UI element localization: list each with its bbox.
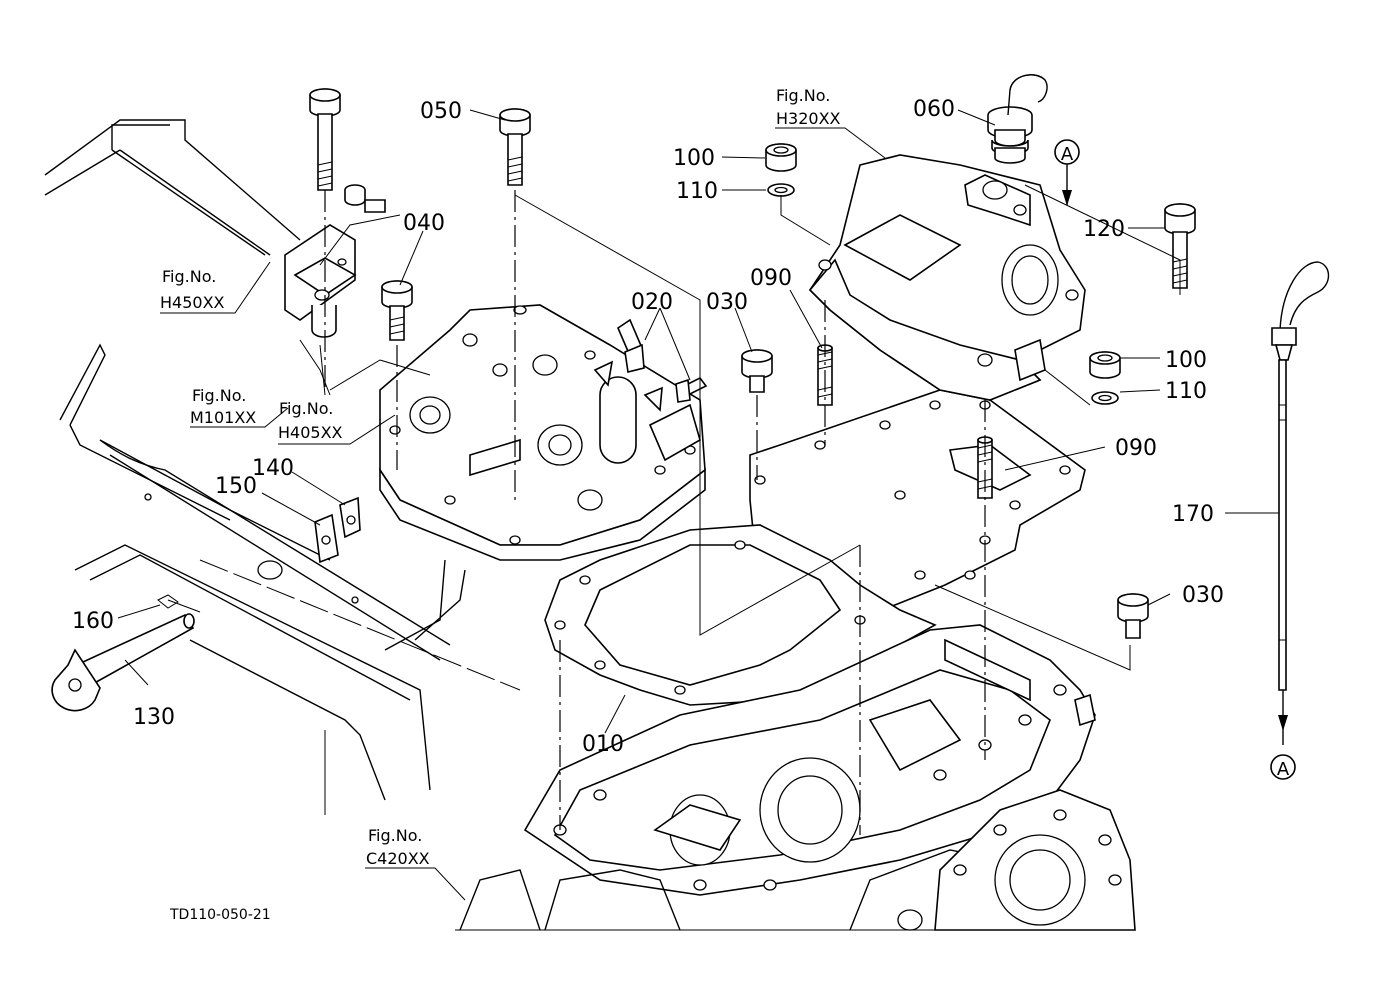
- marker-a-top-text: A: [1061, 144, 1074, 165]
- washer-110-top: [767, 183, 795, 197]
- bolt-030-upper: [741, 349, 773, 393]
- callout-010: 010: [582, 732, 624, 757]
- fig-label-h450: Fig.No.: [162, 267, 216, 286]
- callout-140: 140: [252, 456, 294, 481]
- callout-030-lower: 030: [1182, 583, 1224, 608]
- fig-label-c420: Fig.No.: [368, 826, 422, 845]
- pin-160: [157, 594, 201, 613]
- callout-130: 130: [133, 705, 175, 730]
- callout-110-right: 110: [1165, 379, 1207, 404]
- fig-ref-h450: H450XX: [160, 293, 225, 312]
- bolt-050: [499, 108, 531, 186]
- plate-140: [339, 496, 361, 539]
- callout-040: 040: [403, 211, 445, 236]
- callout-100-right: 100: [1165, 348, 1207, 373]
- drawing-code: TD110-050-21: [169, 907, 271, 923]
- assembly-lines: [299, 184, 1181, 835]
- fig-ref-h405: H405XX: [278, 423, 343, 442]
- callout-090-left: 090: [750, 266, 792, 291]
- callout-100-top: 100: [673, 146, 715, 171]
- transmission-case: [455, 624, 1136, 931]
- control-valve: [379, 304, 706, 561]
- fig-ref-c420: C420XX: [366, 849, 430, 868]
- callout-120: 120: [1083, 217, 1125, 242]
- fig-label-h405: Fig.No.: [279, 399, 333, 418]
- marker-a-bottom-text: A: [1277, 759, 1290, 780]
- bolt-left-top: [309, 88, 386, 213]
- nut-100-top: [765, 143, 797, 172]
- marker-a-top: A: [1054, 139, 1080, 206]
- oil-filler-plug: [987, 74, 1048, 164]
- bolt-030-lower: [1117, 593, 1149, 639]
- callout-170: 170: [1172, 502, 1214, 527]
- callout-060: 060: [913, 97, 955, 122]
- marker-a-bottom: A: [1270, 690, 1296, 780]
- callout-050: 050: [420, 99, 462, 124]
- lift-cover: [808, 154, 1086, 401]
- callout-020: 020: [631, 290, 673, 315]
- fig-label-h320: Fig.No.: [776, 86, 830, 105]
- frame-left: [44, 119, 357, 338]
- frame-lower-left: [59, 343, 521, 815]
- callout-110-top: 110: [676, 179, 718, 204]
- leader-lines: [117, 109, 1279, 901]
- callout-150: 150: [215, 474, 257, 499]
- bolt-040: [381, 280, 413, 341]
- callout-090-right: 090: [1115, 436, 1157, 461]
- fig-label-m101: Fig.No.: [192, 386, 246, 405]
- dipstick-170: [1271, 261, 1330, 691]
- gasket-010: [544, 524, 937, 706]
- fig-ref-h320: H320XX: [776, 109, 841, 128]
- nut-100-right: [1089, 351, 1121, 379]
- callout-030-upper: 030: [706, 290, 748, 315]
- plate-150: [314, 513, 339, 564]
- elbow-fitting-020: [617, 318, 708, 403]
- callout-160: 160: [72, 609, 114, 634]
- lever-130: [51, 613, 195, 712]
- washer-110-right: [1091, 391, 1119, 405]
- fig-ref-m101: M101XX: [190, 408, 256, 427]
- bolt-120: [1164, 203, 1196, 289]
